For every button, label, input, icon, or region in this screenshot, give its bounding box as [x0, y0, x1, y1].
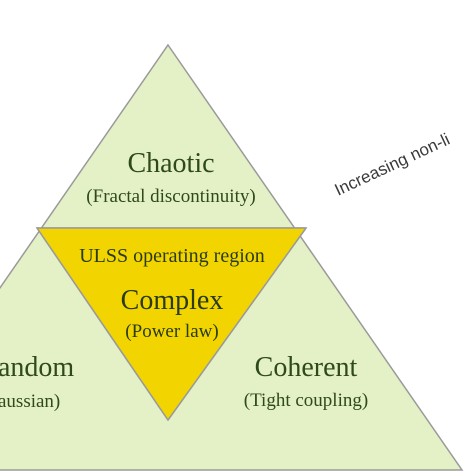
increasing-nonlinearity-label: Increasing non-li: [332, 130, 453, 200]
coherent-subtitle: (Tight coupling): [244, 390, 368, 411]
coherent-title: Coherent: [255, 352, 358, 383]
random-title: andom: [0, 352, 74, 383]
random-subtitle: aussian): [0, 391, 60, 412]
chaotic-title: Chaotic: [127, 148, 214, 179]
ulss-region-label: ULSS operating region: [79, 245, 265, 267]
center-triangle: [35, 227, 308, 422]
chaotic-subtitle: (Fractal discontinuity): [86, 186, 255, 207]
complex-title: Complex: [121, 285, 224, 316]
complex-subtitle: (Power law): [125, 321, 218, 342]
